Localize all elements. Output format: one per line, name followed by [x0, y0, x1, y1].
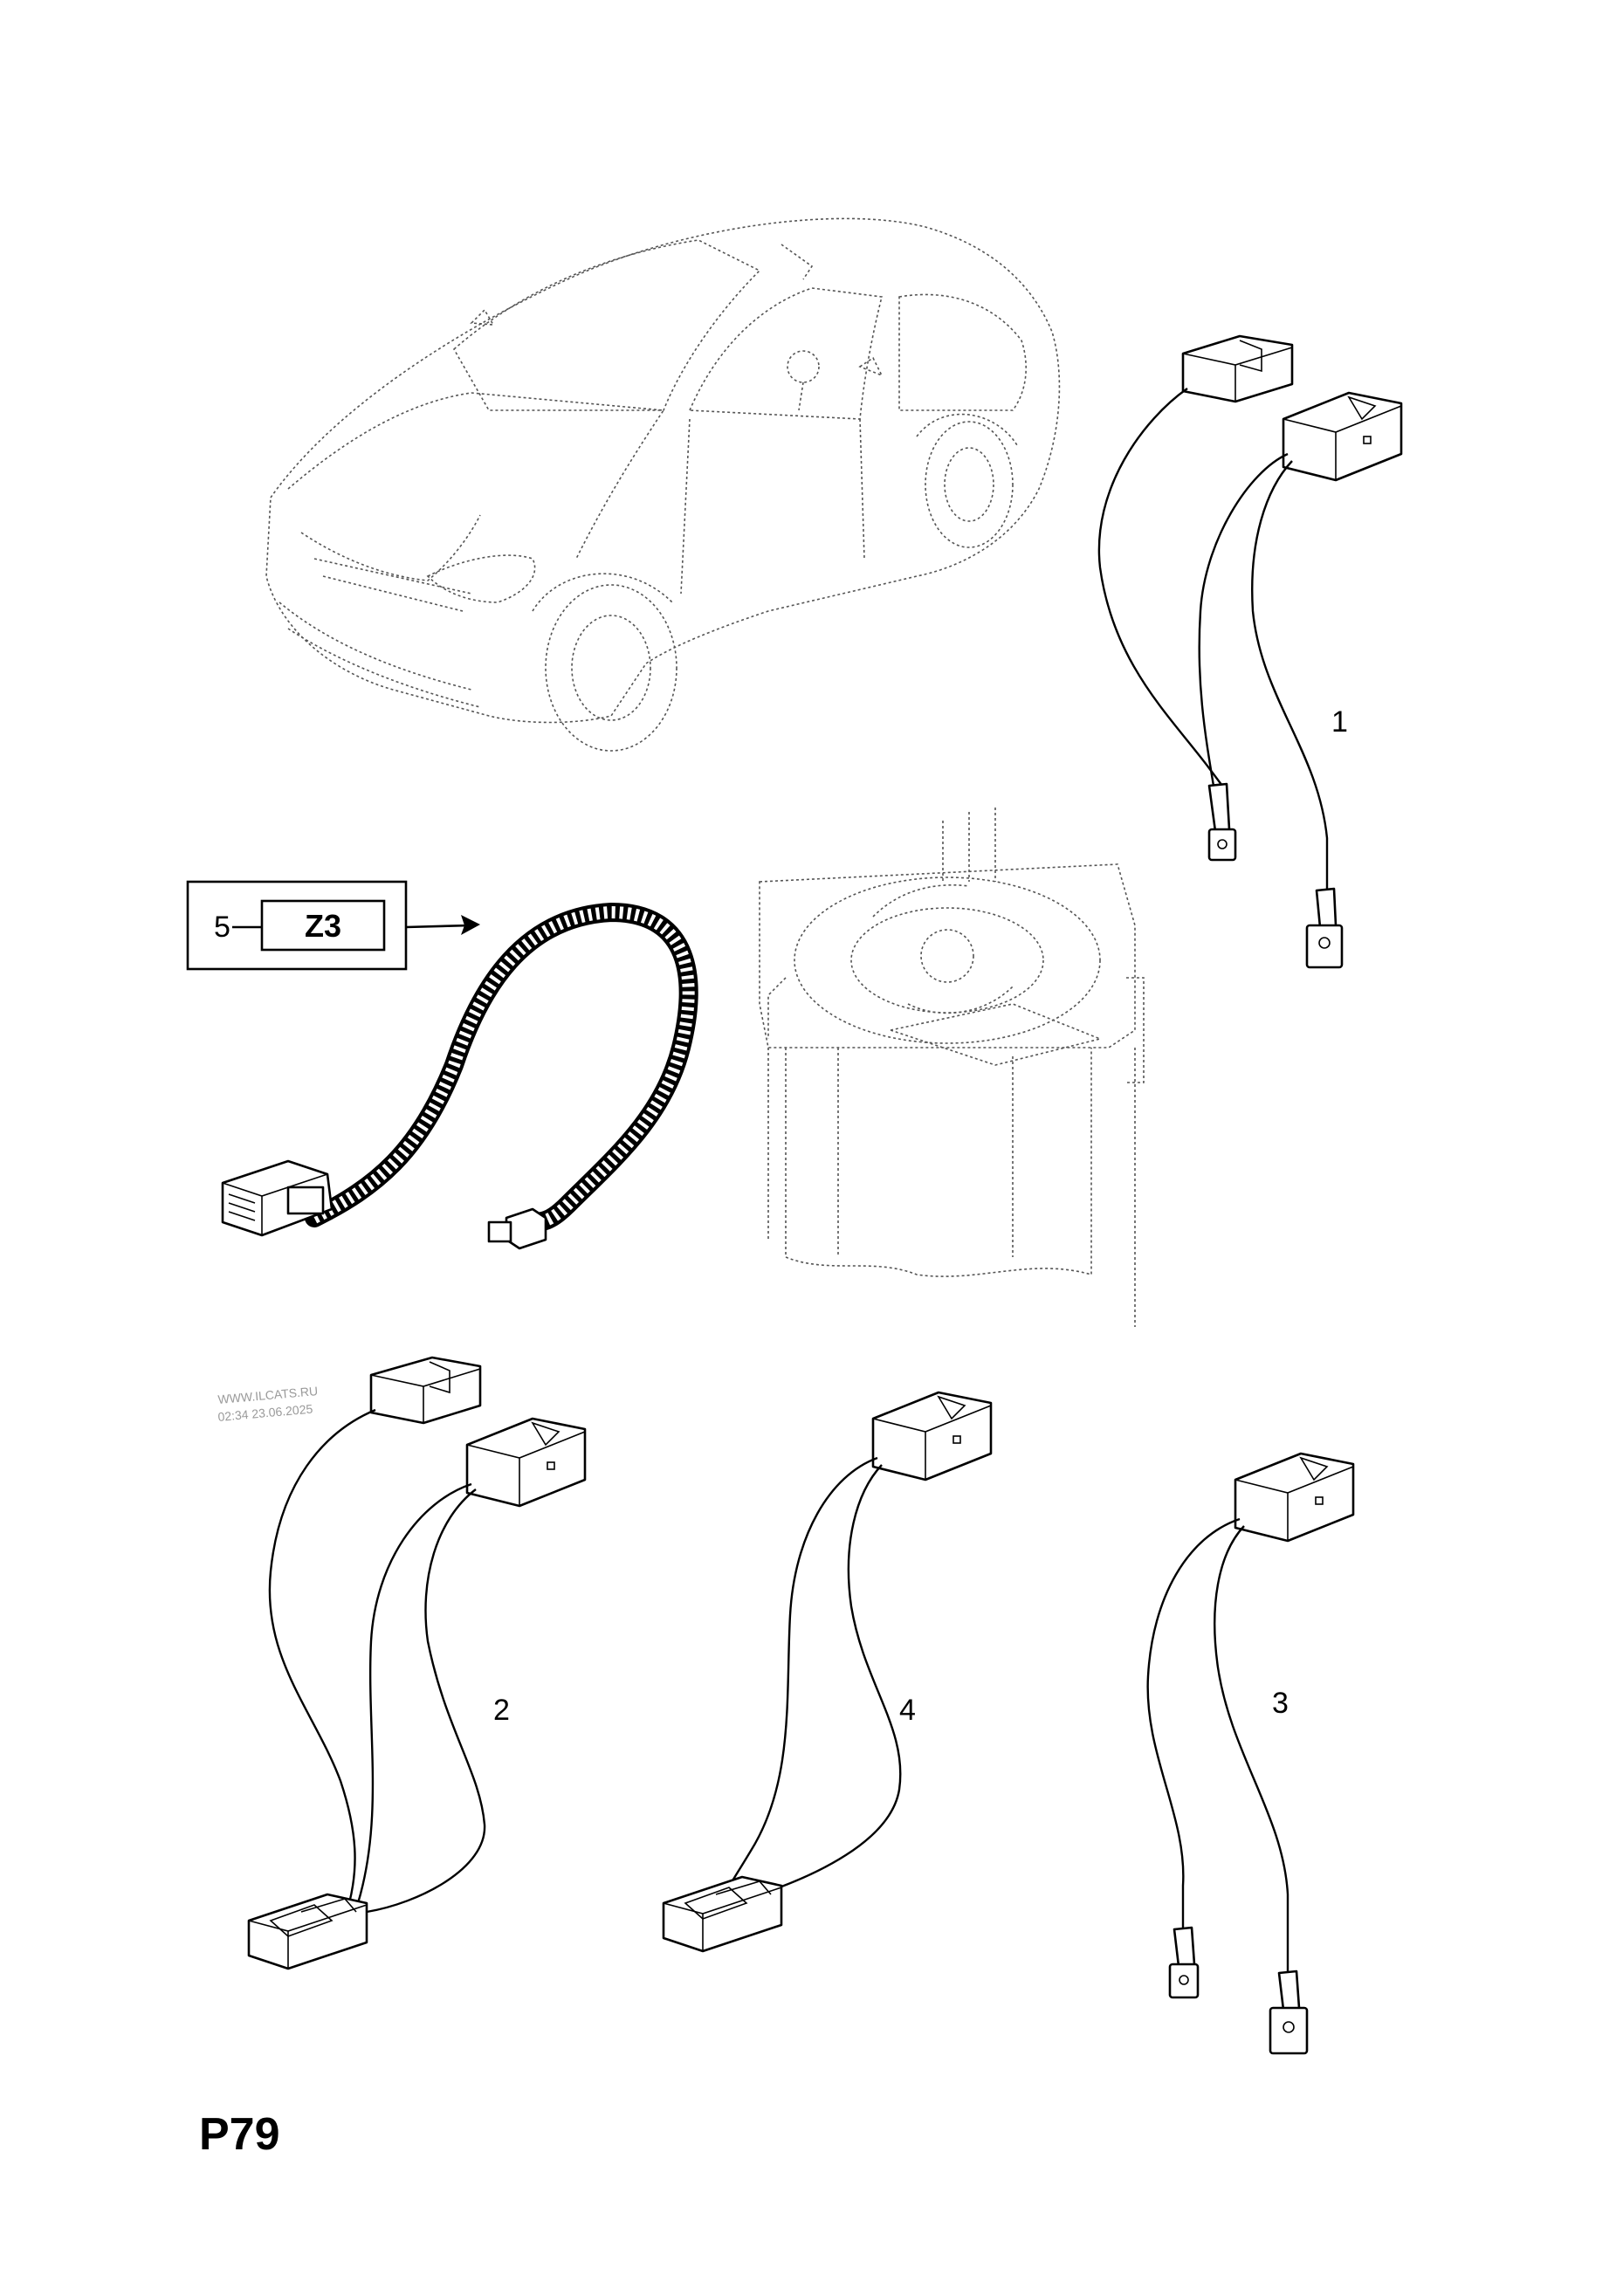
callout-2: 2	[493, 1694, 510, 1727]
part-4-harness	[662, 1391, 993, 1953]
callout-4: 4	[899, 1694, 916, 1727]
page-code: P79	[199, 2109, 280, 2160]
part-1-harness	[1097, 334, 1403, 969]
arrow-right-icon	[405, 915, 480, 935]
reference-code: Z3	[305, 908, 341, 944]
part-2-harness	[247, 1356, 587, 1970]
part-5-cable	[221, 902, 698, 1250]
reference-item-number: 5	[214, 911, 230, 944]
steering-column-illustration	[759, 808, 1145, 1327]
vehicle-illustration	[265, 217, 1061, 752]
part-3-harness	[1146, 1452, 1355, 2055]
reference-box: 5 Z3	[186, 880, 408, 971]
callout-3: 3	[1272, 1687, 1289, 1720]
callout-1: 1	[1331, 705, 1348, 739]
